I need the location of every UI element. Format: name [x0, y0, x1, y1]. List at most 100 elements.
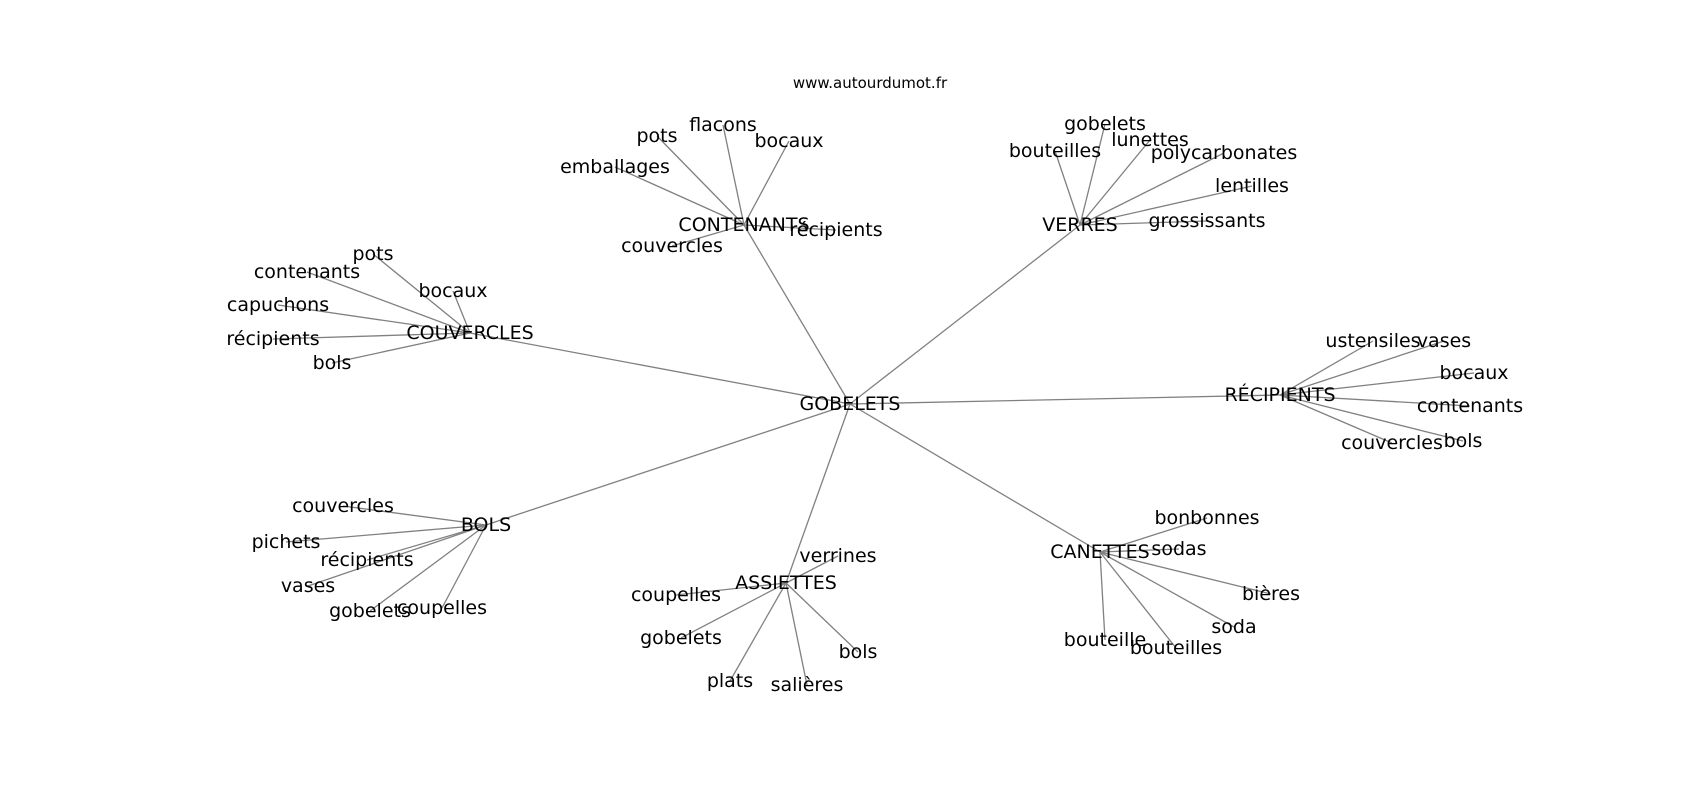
- leaf-node-verres: lunettes: [1111, 129, 1189, 151]
- edge-assiettes-leaf: [785, 582, 808, 686]
- leaf-node-recipients: couvercles: [1341, 432, 1443, 454]
- leaf-node-bols: coupelles: [397, 597, 487, 619]
- edge-canettes-leaf: [1099, 551, 1106, 641]
- edge-verres-leaf: [1079, 139, 1151, 226]
- edge-assiettes-leaf: [785, 555, 839, 584]
- leaf-node-recipients: bols: [1444, 430, 1483, 452]
- leaf-node-contenants: couvercles: [621, 235, 723, 257]
- edge-couvercles-leaf: [372, 253, 471, 334]
- edge-couvercles-leaf: [277, 304, 471, 334]
- edge-center-recipients: [849, 394, 1281, 405]
- edge-recipients-leaf: [1279, 394, 1471, 407]
- edge-assiettes-leaf: [680, 582, 787, 639]
- hub-node-canettes: CANETTES: [1050, 541, 1149, 563]
- leaf-node-contenants: bocaux: [754, 130, 823, 152]
- edge-canettes-leaf: [1099, 517, 1208, 553]
- edge-bols-leaf: [441, 524, 487, 609]
- hub-node-assiettes: ASSIETTES: [735, 572, 837, 594]
- leaf-node-verres: gobelets: [1064, 113, 1146, 135]
- leaf-node-canettes: bouteille: [1064, 629, 1146, 651]
- leaf-node-contenants: récipients: [789, 219, 882, 241]
- leaf-node-recipients: bocaux: [1439, 362, 1508, 384]
- leaf-node-canettes: bonbonnes: [1154, 507, 1259, 529]
- leaf-node-verres: grossissants: [1149, 210, 1266, 232]
- leaf-node-recipients: vases: [1417, 330, 1471, 352]
- edge-verres-leaf: [1079, 152, 1225, 226]
- hub-node-verres: VERRES: [1042, 214, 1117, 236]
- edge-canettes-leaf: [1099, 551, 1272, 595]
- hub-node-bols: BOLS: [461, 514, 511, 536]
- leaf-node-bols: pichets: [252, 531, 321, 553]
- edge-recipients-leaf: [1279, 340, 1445, 396]
- edge-couvercles-leaf: [452, 290, 471, 334]
- edge-canettes-leaf: [1099, 548, 1180, 553]
- leaf-node-assiettes: salières: [771, 674, 844, 696]
- edge-recipients-leaf: [1279, 372, 1475, 396]
- edge-canettes-leaf: [1099, 551, 1177, 649]
- edge-contenants-leaf: [671, 224, 745, 247]
- edge-couvercles-leaf: [331, 332, 471, 364]
- edge-contenants-leaf: [743, 224, 837, 231]
- leaf-node-recipients: ustensiles: [1325, 330, 1420, 352]
- leaf-node-canettes: soda: [1211, 616, 1256, 638]
- leaf-node-verres: bouteilles: [1009, 140, 1101, 162]
- edge-bols-leaf: [307, 524, 487, 587]
- leaf-node-couvercles: bols: [313, 352, 352, 374]
- edge-recipients-leaf: [1279, 394, 1393, 444]
- leaf-node-couvercles: bocaux: [418, 280, 487, 302]
- edge-contenants-leaf: [614, 166, 745, 226]
- leaf-node-bols: gobelets: [329, 600, 411, 622]
- edge-center-canettes: [849, 403, 1101, 553]
- edge-verres-leaf: [1054, 150, 1081, 226]
- leaf-node-contenants: flacons: [689, 114, 757, 136]
- leaf-node-assiettes: bols: [839, 641, 878, 663]
- hub-node-contenants: CONTENANTS: [678, 214, 809, 236]
- leaf-node-assiettes: plats: [707, 670, 753, 692]
- leaf-node-couvercles: récipients: [226, 328, 319, 350]
- edge-center-bols: [485, 403, 851, 526]
- edge-recipients-leaf: [1279, 394, 1464, 442]
- edge-bols-leaf: [366, 524, 487, 561]
- edge-assiettes-leaf: [675, 582, 787, 596]
- edge-assiettes-leaf: [785, 582, 859, 653]
- edge-center-verres: [849, 224, 1081, 405]
- edge-recipients-leaf: [1279, 340, 1374, 396]
- leaf-node-recipients: contenants: [1417, 395, 1523, 417]
- edge-assiettes-leaf: [729, 582, 787, 682]
- leaf-node-verres: lentilles: [1215, 175, 1289, 197]
- edge-bols-leaf: [285, 524, 487, 543]
- edge-contenants-leaf: [722, 124, 745, 226]
- leaf-node-contenants: emballages: [560, 156, 670, 178]
- leaf-node-couvercles: contenants: [254, 261, 360, 283]
- edge-bols-leaf: [369, 524, 487, 612]
- edge-couvercles-leaf: [306, 271, 471, 334]
- leaf-node-contenants: pots: [636, 125, 677, 147]
- edge-canettes-leaf: [1099, 551, 1235, 628]
- edge-verres-leaf: [1079, 185, 1253, 226]
- leaf-node-couvercles: pots: [352, 243, 393, 265]
- leaf-node-canettes: bouteilles: [1130, 637, 1222, 659]
- edge-couvercles-leaf: [272, 332, 471, 340]
- edge-bols-leaf: [342, 505, 487, 526]
- edge-verres-leaf: [1079, 220, 1208, 226]
- leaf-node-canettes: sodas: [1151, 538, 1206, 560]
- edge-contenants-leaf: [656, 135, 745, 226]
- leaf-node-couvercles: capuchons: [227, 294, 329, 316]
- leaf-node-assiettes: coupelles: [631, 584, 721, 606]
- edge-verres-leaf: [1079, 123, 1106, 226]
- edge-center-contenants: [743, 224, 851, 405]
- edge-contenants-leaf: [743, 140, 790, 226]
- source-url: www.autourdumot.fr: [793, 74, 948, 92]
- leaf-node-bols: récipients: [320, 549, 413, 571]
- leaf-node-assiettes: verrines: [799, 545, 876, 567]
- leaf-node-bols: vases: [281, 575, 335, 597]
- hub-node-recipients: RÉCIPIENTS: [1224, 383, 1335, 406]
- edge-center-couvercles: [469, 332, 851, 405]
- hub-node-couvercles: COUVERCLES: [406, 322, 533, 344]
- leaf-node-assiettes: gobelets: [640, 627, 722, 649]
- leaf-node-bols: couvercles: [292, 495, 394, 517]
- leaf-node-canettes: bières: [1242, 583, 1300, 605]
- edge-center-assiettes: [785, 403, 851, 584]
